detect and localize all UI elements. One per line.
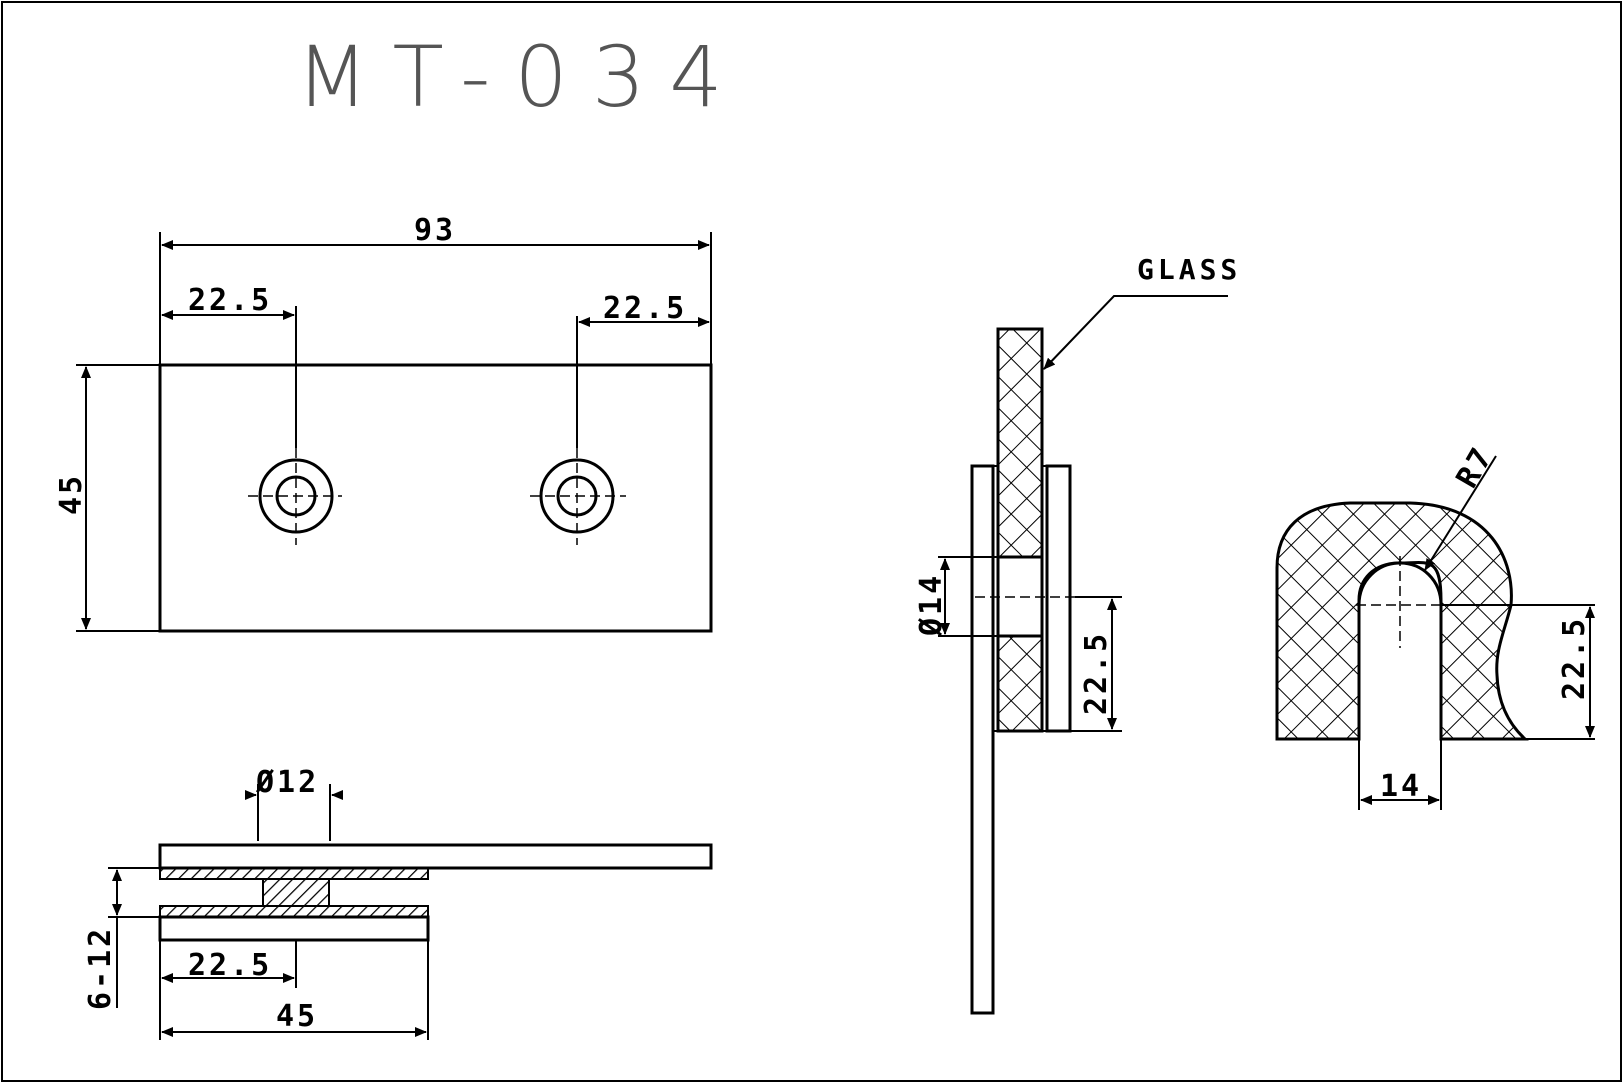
dimension-plate-height: 45	[54, 364, 160, 632]
dim-left-22-5-label: 22.5	[188, 283, 272, 318]
glass-panel-lower	[996, 634, 1044, 733]
left-gasket	[992, 465, 999, 732]
dim-6-12-label: 6-12	[83, 926, 118, 1010]
glass-label: GLASS	[1137, 253, 1241, 286]
upper-gasket	[159, 867, 429, 880]
clamp-profile-view	[1275, 501, 1529, 741]
dimension-glass-hole-diameter: Ø14	[914, 556, 1000, 637]
dim-profile-22-5-label: 22.5	[1557, 616, 1592, 700]
dim-bottom-45-label: 45	[276, 999, 318, 1034]
dimension-glass-thickness: 6-12	[83, 867, 160, 1010]
short-plate	[1045, 464, 1072, 733]
dimension-right-hole-offset: 22.5	[576, 291, 710, 448]
dim-45-vertical-label: 45	[54, 473, 89, 515]
glass-panel-upper	[996, 327, 1044, 559]
dim-93-label: 93	[414, 213, 456, 248]
dimension-profile-offset: 22.5	[1441, 604, 1595, 740]
drawing-title: MT-034	[296, 28, 747, 126]
dimension-bottom-hole-offset: 22.5	[159, 940, 297, 1040]
dim-dia-12-label: Ø12	[255, 765, 319, 800]
dim-r7-label: R7	[1450, 440, 1501, 494]
dim-bottom-22-5-label: 22.5	[188, 948, 272, 983]
dim-dia-14-label: Ø14	[914, 573, 949, 637]
dimension-side-offset: 22.5	[1070, 596, 1122, 732]
clamp-section-view	[970, 327, 1075, 1015]
dimension-bottom-width: 45	[161, 940, 429, 1040]
dimension-bolt-diameter: Ø12	[245, 765, 343, 841]
dimension-overall-length: 93	[159, 213, 712, 365]
bottom-plate	[158, 915, 430, 942]
clamp-side-view	[158, 843, 713, 942]
plate-outline	[158, 363, 713, 633]
glass-callout: GLASS	[1043, 253, 1241, 370]
lower-gasket	[159, 905, 429, 918]
dimension-profile-slot-width: 14	[1358, 739, 1442, 810]
dim-side-22-5-label: 22.5	[1079, 631, 1114, 715]
dim-right-22-5-label: 22.5	[603, 291, 687, 326]
spacer-bolt	[262, 878, 330, 907]
dimension-left-hole-offset: 22.5	[161, 283, 297, 448]
plate-top-view	[158, 363, 713, 633]
long-plate	[970, 464, 995, 1015]
top-plate	[158, 843, 713, 870]
dim-profile-14-label: 14	[1380, 769, 1422, 804]
